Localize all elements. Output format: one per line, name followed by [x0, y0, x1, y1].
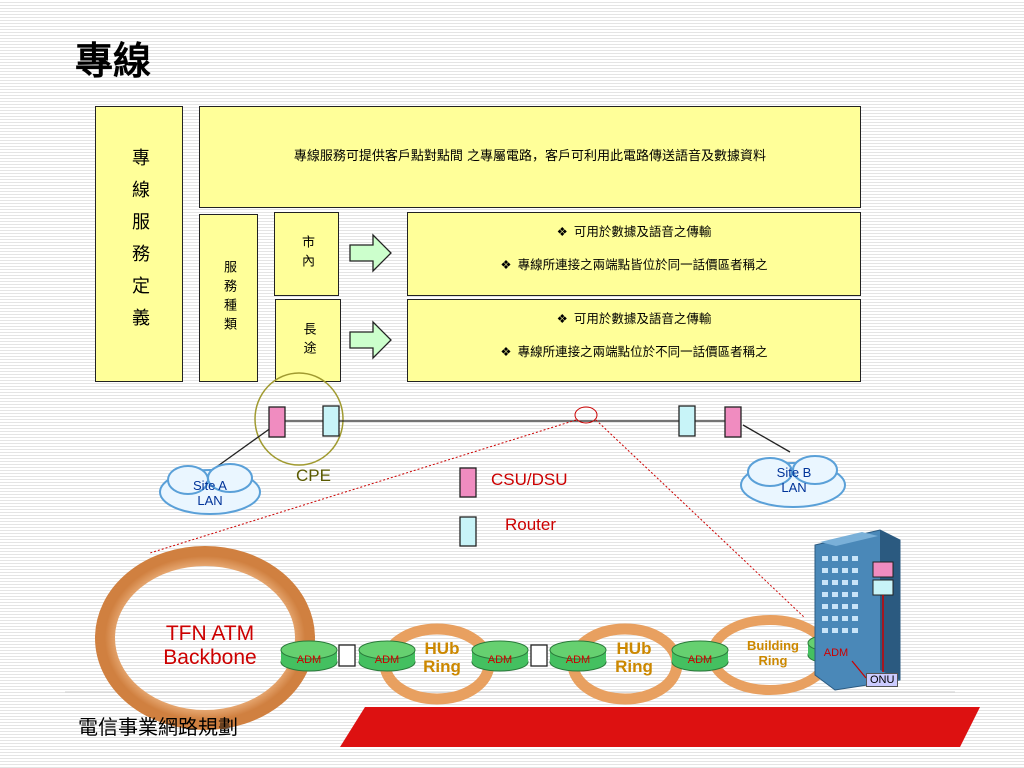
adm-node: [549, 640, 607, 672]
hub-ring-1-label: HUb Ring: [423, 639, 461, 676]
adm-node: [280, 640, 338, 672]
footer-band: [340, 707, 980, 747]
hub-ring-2-label: HUb Ring: [615, 639, 653, 676]
adm-node: [671, 640, 729, 672]
adm-label: ADM: [687, 654, 713, 666]
diamond-bullet-icon: ❖: [556, 311, 568, 326]
service-types-box: 服務種類: [199, 214, 258, 382]
right-arrow-icon: [349, 320, 392, 360]
local-service-box: 市內: [274, 212, 339, 296]
legend-router-swatch: [459, 516, 477, 547]
diamond-bullet-icon: ❖: [500, 257, 512, 272]
diamond-bullet-icon: ❖: [556, 224, 568, 239]
adm-label: ADM: [565, 654, 591, 666]
csu-dsu-device-b: [724, 406, 742, 438]
backbone-ring: [95, 546, 315, 730]
legend-csu-label: CSU/DSU: [491, 470, 568, 489]
csu-dsu-device-a: [268, 406, 286, 438]
footer-text: 電信事業網路規劃: [78, 715, 238, 739]
connector-box: [338, 644, 356, 667]
cpe-highlight-circle: [254, 372, 344, 466]
bullet-item: ❖可用於數據及語音之傳輸: [556, 311, 712, 326]
service-definition-label: 專線服務定義: [129, 148, 150, 340]
router-device-a: [322, 405, 340, 437]
site-a-link: [214, 424, 276, 469]
building-ring-label: Building Ring: [747, 638, 799, 668]
site-b-link: [742, 424, 791, 453]
building-icon: [814, 529, 901, 691]
legend-csu-swatch: [459, 467, 477, 498]
connector-box: [530, 644, 548, 667]
long-distance-label: 長途: [300, 321, 316, 360]
router-device-b: [678, 405, 696, 437]
zoom-indicator-circle: [574, 406, 598, 424]
long-distance-detail-box: ❖可用於數據及語音之傳輸 ❖專線所連接之兩端點位於不同一話價區者稱之: [407, 299, 861, 382]
service-types-label: 服務種類: [221, 260, 236, 336]
site-b-label: Site B LAN: [776, 465, 812, 495]
cloud-icon-site-b: [740, 455, 846, 508]
cloud-icon-site-a: [159, 463, 261, 515]
bullet-item: ❖專線所連接之兩端點位於不同一話價區者稱之: [500, 344, 768, 359]
site-a-label: Site A LAN: [193, 478, 227, 508]
slide-title: 專線: [75, 39, 152, 83]
adm-node: [471, 640, 529, 672]
adm-label: ADM: [823, 647, 849, 659]
service-definition-box: 專線服務定義: [95, 106, 183, 382]
local-detail-box: ❖可用於數據及語音之傳輸 ❖專線所連接之兩端點皆位於同一話價區者稱之: [407, 212, 861, 296]
backbone-label: TFN ATM Backbone: [163, 622, 257, 669]
diamond-bullet-icon: ❖: [500, 344, 512, 359]
adm-label: ADM: [374, 654, 400, 666]
legend-router-label: Router: [505, 515, 557, 534]
right-arrow-icon: [349, 233, 392, 273]
cpe-label: CPE: [296, 466, 331, 485]
service-description-text: 專線服務可提供客戶點對點間 之專屬電路，客戶可利用此電路傳送語音及數據資料: [293, 149, 767, 165]
adm-node: [358, 640, 416, 672]
adm-label: ADM: [487, 654, 513, 666]
bullet-item: ❖專線所連接之兩端點皆位於同一話價區者稱之: [500, 257, 768, 272]
local-service-label: 市內: [299, 235, 314, 273]
service-description-box: 專線服務可提供客戶點對點間 之專屬電路，客戶可利用此電路傳送語音及數據資料: [199, 106, 861, 208]
long-distance-box: 長途: [275, 299, 341, 382]
adm-label: ADM: [296, 654, 322, 666]
onu-label: ONU: [866, 673, 899, 687]
bullet-item: ❖可用於數據及語音之傳輸: [556, 224, 712, 239]
zoom-line-right: [595, 419, 806, 619]
